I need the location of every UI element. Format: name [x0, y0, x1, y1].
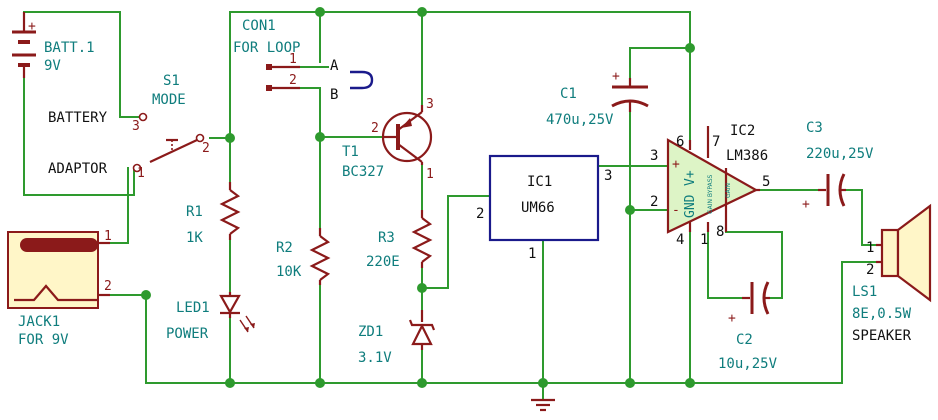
c3-plus-sign: +: [802, 197, 810, 212]
ls1-pin-1: 1: [866, 240, 874, 256]
ic1-value: UM66: [521, 200, 555, 216]
con1-ref: CON1: [242, 18, 276, 34]
capacitor-c3-value: 220u,25V: [806, 146, 874, 162]
c1-plus-sign: +: [612, 69, 620, 84]
battery-ref: BATT.1: [44, 40, 95, 56]
capacitor-c1-symbol: [611, 78, 649, 112]
ic2-pin-5: 5: [762, 174, 770, 190]
switch-s1-value: MODE: [152, 92, 186, 108]
s1-pin-1: 1: [137, 166, 145, 181]
ic2-gain-label: GAIN: [725, 183, 732, 198]
resistor-r1-value: 1K: [186, 230, 203, 246]
con1-pin-2: 2: [289, 73, 297, 88]
ic2-pin-8: 8: [716, 224, 724, 240]
capacitor-c3-ref: C3: [806, 120, 823, 136]
led1-ref: LED1: [176, 300, 210, 316]
ic2-gain-bypass-label: GAIN BYPASS: [707, 174, 714, 214]
capacitor-c2-value: 10u,25V: [718, 356, 778, 372]
ic2-pin-7: 7: [712, 134, 720, 150]
resistor-r3-symbol: [411, 210, 433, 268]
jack1-pin-1: 1: [104, 229, 112, 244]
speaker-ls1-symbol: [876, 203, 932, 303]
ic2-pin-4: 4: [676, 232, 684, 248]
transistor-t1-symbol: [381, 105, 433, 165]
ic1-pin-3: 3: [604, 168, 612, 184]
con1-value: FOR LOOP: [233, 40, 300, 56]
resistor-r2-symbol: [309, 228, 331, 285]
ic2-pin-1: 1: [700, 232, 708, 248]
speaker-ls1-type: SPEAKER: [852, 328, 912, 344]
ic2-noninv-plus: +: [672, 157, 680, 172]
ic1-pin-2: 2: [476, 206, 484, 222]
capacitor-c2-symbol: [742, 281, 770, 315]
resistor-r1-ref: R1: [186, 204, 203, 220]
switch-s1-ref: S1: [163, 73, 180, 89]
zener-zd1-value: 3.1V: [358, 350, 392, 366]
jack1-pin-2: 2: [104, 279, 112, 294]
zener-zd1-symbol: [408, 310, 436, 350]
con1-terminal-b: B: [330, 87, 338, 103]
ic2-inv-minus: -: [672, 203, 680, 218]
resistor-r3-value: 220E: [366, 254, 400, 270]
battery-value: 9V: [44, 58, 61, 74]
battery-plus-sign: +: [28, 19, 36, 34]
capacitor-c1-value: 470u,25V: [546, 112, 614, 128]
t1-pin-2: 2: [371, 121, 379, 136]
capacitor-c3-symbol: [818, 173, 846, 207]
con1-pin-1: 1: [289, 52, 297, 67]
ls1-pin-2: 2: [866, 262, 874, 278]
resistor-r2-value: 10K: [276, 264, 302, 280]
capacitor-c2-ref: C2: [736, 332, 753, 348]
junction-dots: [141, 7, 695, 388]
c2-plus-sign: +: [728, 311, 736, 326]
wires: [23, 11, 879, 401]
con1-terminal-a: A: [330, 58, 339, 74]
con1-symbol: [266, 64, 374, 91]
ic2-gnd-label: GND: [683, 194, 698, 218]
ic2-ref: IC2: [730, 123, 755, 139]
ic1-symbol: [488, 154, 600, 242]
speaker-ls1-ref: LS1: [852, 284, 877, 300]
battery-symbol: +: [12, 12, 36, 78]
ic1-ref: IC1: [527, 174, 552, 190]
resistor-r1-symbol: [219, 182, 241, 240]
ground-symbol: [531, 398, 555, 412]
ic2-vplus-label: V+: [683, 170, 698, 186]
switch-adaptor-position: ADAPTOR: [48, 161, 108, 177]
switch-s1-symbol: [132, 112, 205, 173]
jack1-value: FOR 9V: [18, 332, 69, 348]
jack1-ref: JACK1: [18, 314, 60, 330]
led1-value: POWER: [166, 326, 209, 342]
transistor-t1-ref: T1: [342, 144, 359, 160]
ic2-symbol: [666, 126, 760, 234]
transistor-t1-value: BC327: [342, 164, 384, 180]
capacitor-c1-ref: C1: [560, 86, 577, 102]
ic2-pin-6: 6: [676, 134, 684, 150]
ic2-pin-3: 3: [650, 148, 658, 164]
s1-pin-3: 3: [132, 119, 140, 134]
zener-zd1-ref: ZD1: [358, 324, 383, 340]
ic1-pin-1: 1: [528, 246, 536, 262]
ic2-value: LM386: [726, 148, 768, 164]
ic2-pin-2: 2: [650, 194, 658, 210]
resistor-r2-ref: R2: [276, 240, 293, 256]
led1-symbol: [219, 292, 255, 333]
speaker-ls1-value: 8E,0.5W: [852, 306, 912, 322]
resistor-r3-ref: R3: [378, 230, 395, 246]
switch-battery-position: BATTERY: [48, 110, 108, 126]
t1-pin-1: 1: [426, 167, 434, 182]
s1-pin-2: 2: [202, 141, 210, 156]
t1-pin-3: 3: [426, 97, 434, 112]
jack1-symbol: [7, 231, 110, 309]
